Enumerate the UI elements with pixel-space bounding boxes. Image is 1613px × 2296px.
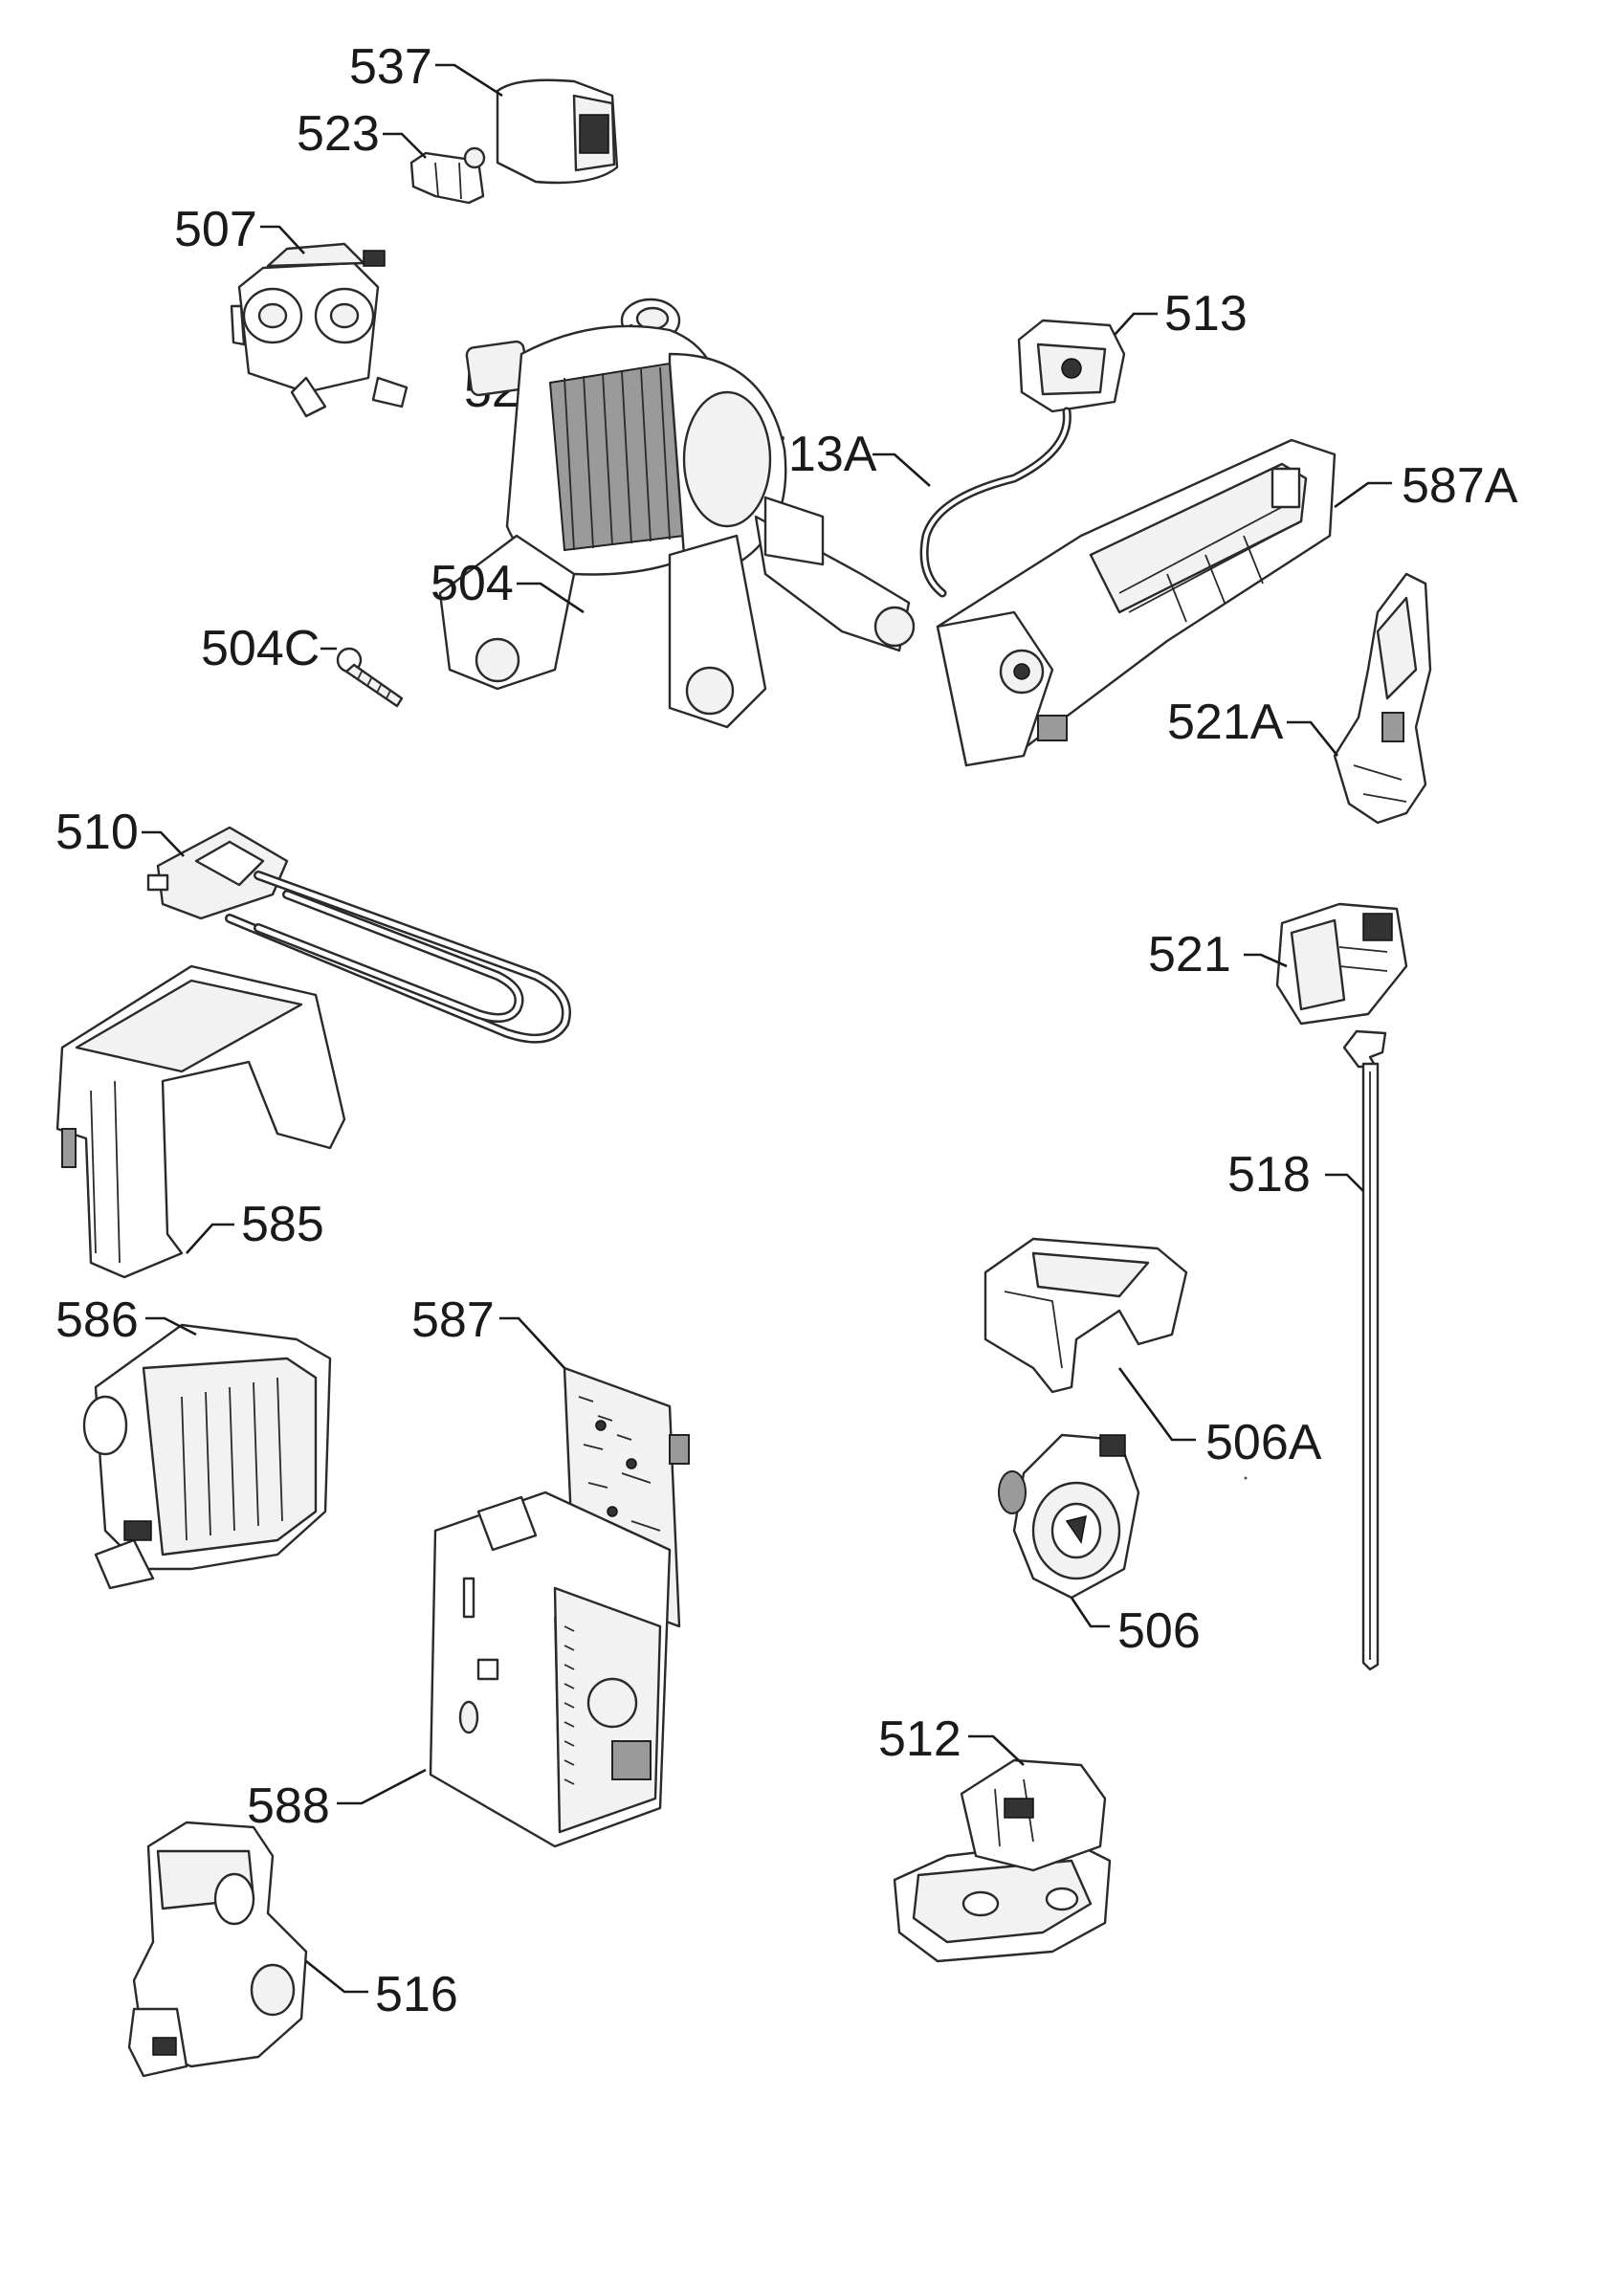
part-513-pressure-switch xyxy=(1017,319,1126,413)
leader-510 xyxy=(142,830,185,857)
leader-585 xyxy=(186,1223,234,1254)
leader-518 xyxy=(1325,1173,1364,1192)
part-521A-bracket xyxy=(1333,572,1432,825)
part-506A-cover xyxy=(983,1237,1188,1394)
part-587A-control-unit xyxy=(936,438,1337,767)
leader-512 xyxy=(968,1734,1025,1766)
part-513A-hose-inner xyxy=(922,409,1070,595)
callout-523: 523 xyxy=(297,106,380,162)
part-504-motor xyxy=(438,324,916,729)
callout-504C: 504C xyxy=(201,621,320,676)
callout-506A: 506A xyxy=(1205,1415,1322,1470)
callout-588: 588 xyxy=(247,1778,330,1834)
leader-513A xyxy=(873,453,931,487)
callout-506: 506 xyxy=(1117,1603,1201,1659)
callout-518: 518 xyxy=(1227,1147,1311,1203)
part-512-base xyxy=(893,1758,1112,1963)
callout-507: 507 xyxy=(174,202,257,257)
callout-586: 586 xyxy=(55,1292,139,1348)
leader-506A xyxy=(1117,1367,1196,1442)
callout-587: 587 xyxy=(411,1292,495,1348)
callout-585: 585 xyxy=(241,1197,324,1252)
leader-523 xyxy=(383,132,427,159)
leader-588 xyxy=(337,1768,427,1805)
callout-504: 504 xyxy=(431,556,514,611)
leader-513 xyxy=(1114,312,1158,336)
leader-516 xyxy=(305,1959,368,1994)
part-588-box xyxy=(429,1490,672,1848)
part-516-pump xyxy=(127,1821,308,2078)
callout-512: 512 xyxy=(878,1711,961,1767)
leader-587A xyxy=(1334,481,1392,509)
leader-521 xyxy=(1244,953,1288,968)
leader-506 xyxy=(1070,1597,1110,1628)
callout-516: 516 xyxy=(375,1967,458,2022)
part-510-heater xyxy=(146,826,571,1044)
leader-504 xyxy=(517,582,585,614)
part-586-filter-housing xyxy=(82,1323,332,1590)
leader-537 xyxy=(435,63,503,98)
leader-587 xyxy=(499,1316,565,1369)
callout-513: 513 xyxy=(1164,286,1248,342)
part-585-cover xyxy=(55,964,346,1279)
leader-521A xyxy=(1287,720,1339,757)
callout-510: 510 xyxy=(55,805,139,860)
callout-521: 521 xyxy=(1148,927,1231,982)
leader-586 xyxy=(145,1316,197,1336)
part-507-inlet-valve xyxy=(230,242,409,418)
part-523-clip xyxy=(409,146,486,205)
callout-521A: 521A xyxy=(1167,695,1284,750)
part-506-pump xyxy=(998,1433,1140,1600)
callout-587A: 587A xyxy=(1402,458,1518,514)
part-521-door-lock xyxy=(1275,902,1408,1026)
leader-507 xyxy=(260,225,305,254)
speck xyxy=(1244,1476,1248,1480)
part-504C-bolt xyxy=(336,647,404,708)
callout-537: 537 xyxy=(349,39,432,95)
part-537-filter xyxy=(496,78,619,185)
part-518-rod xyxy=(1342,1029,1387,1671)
